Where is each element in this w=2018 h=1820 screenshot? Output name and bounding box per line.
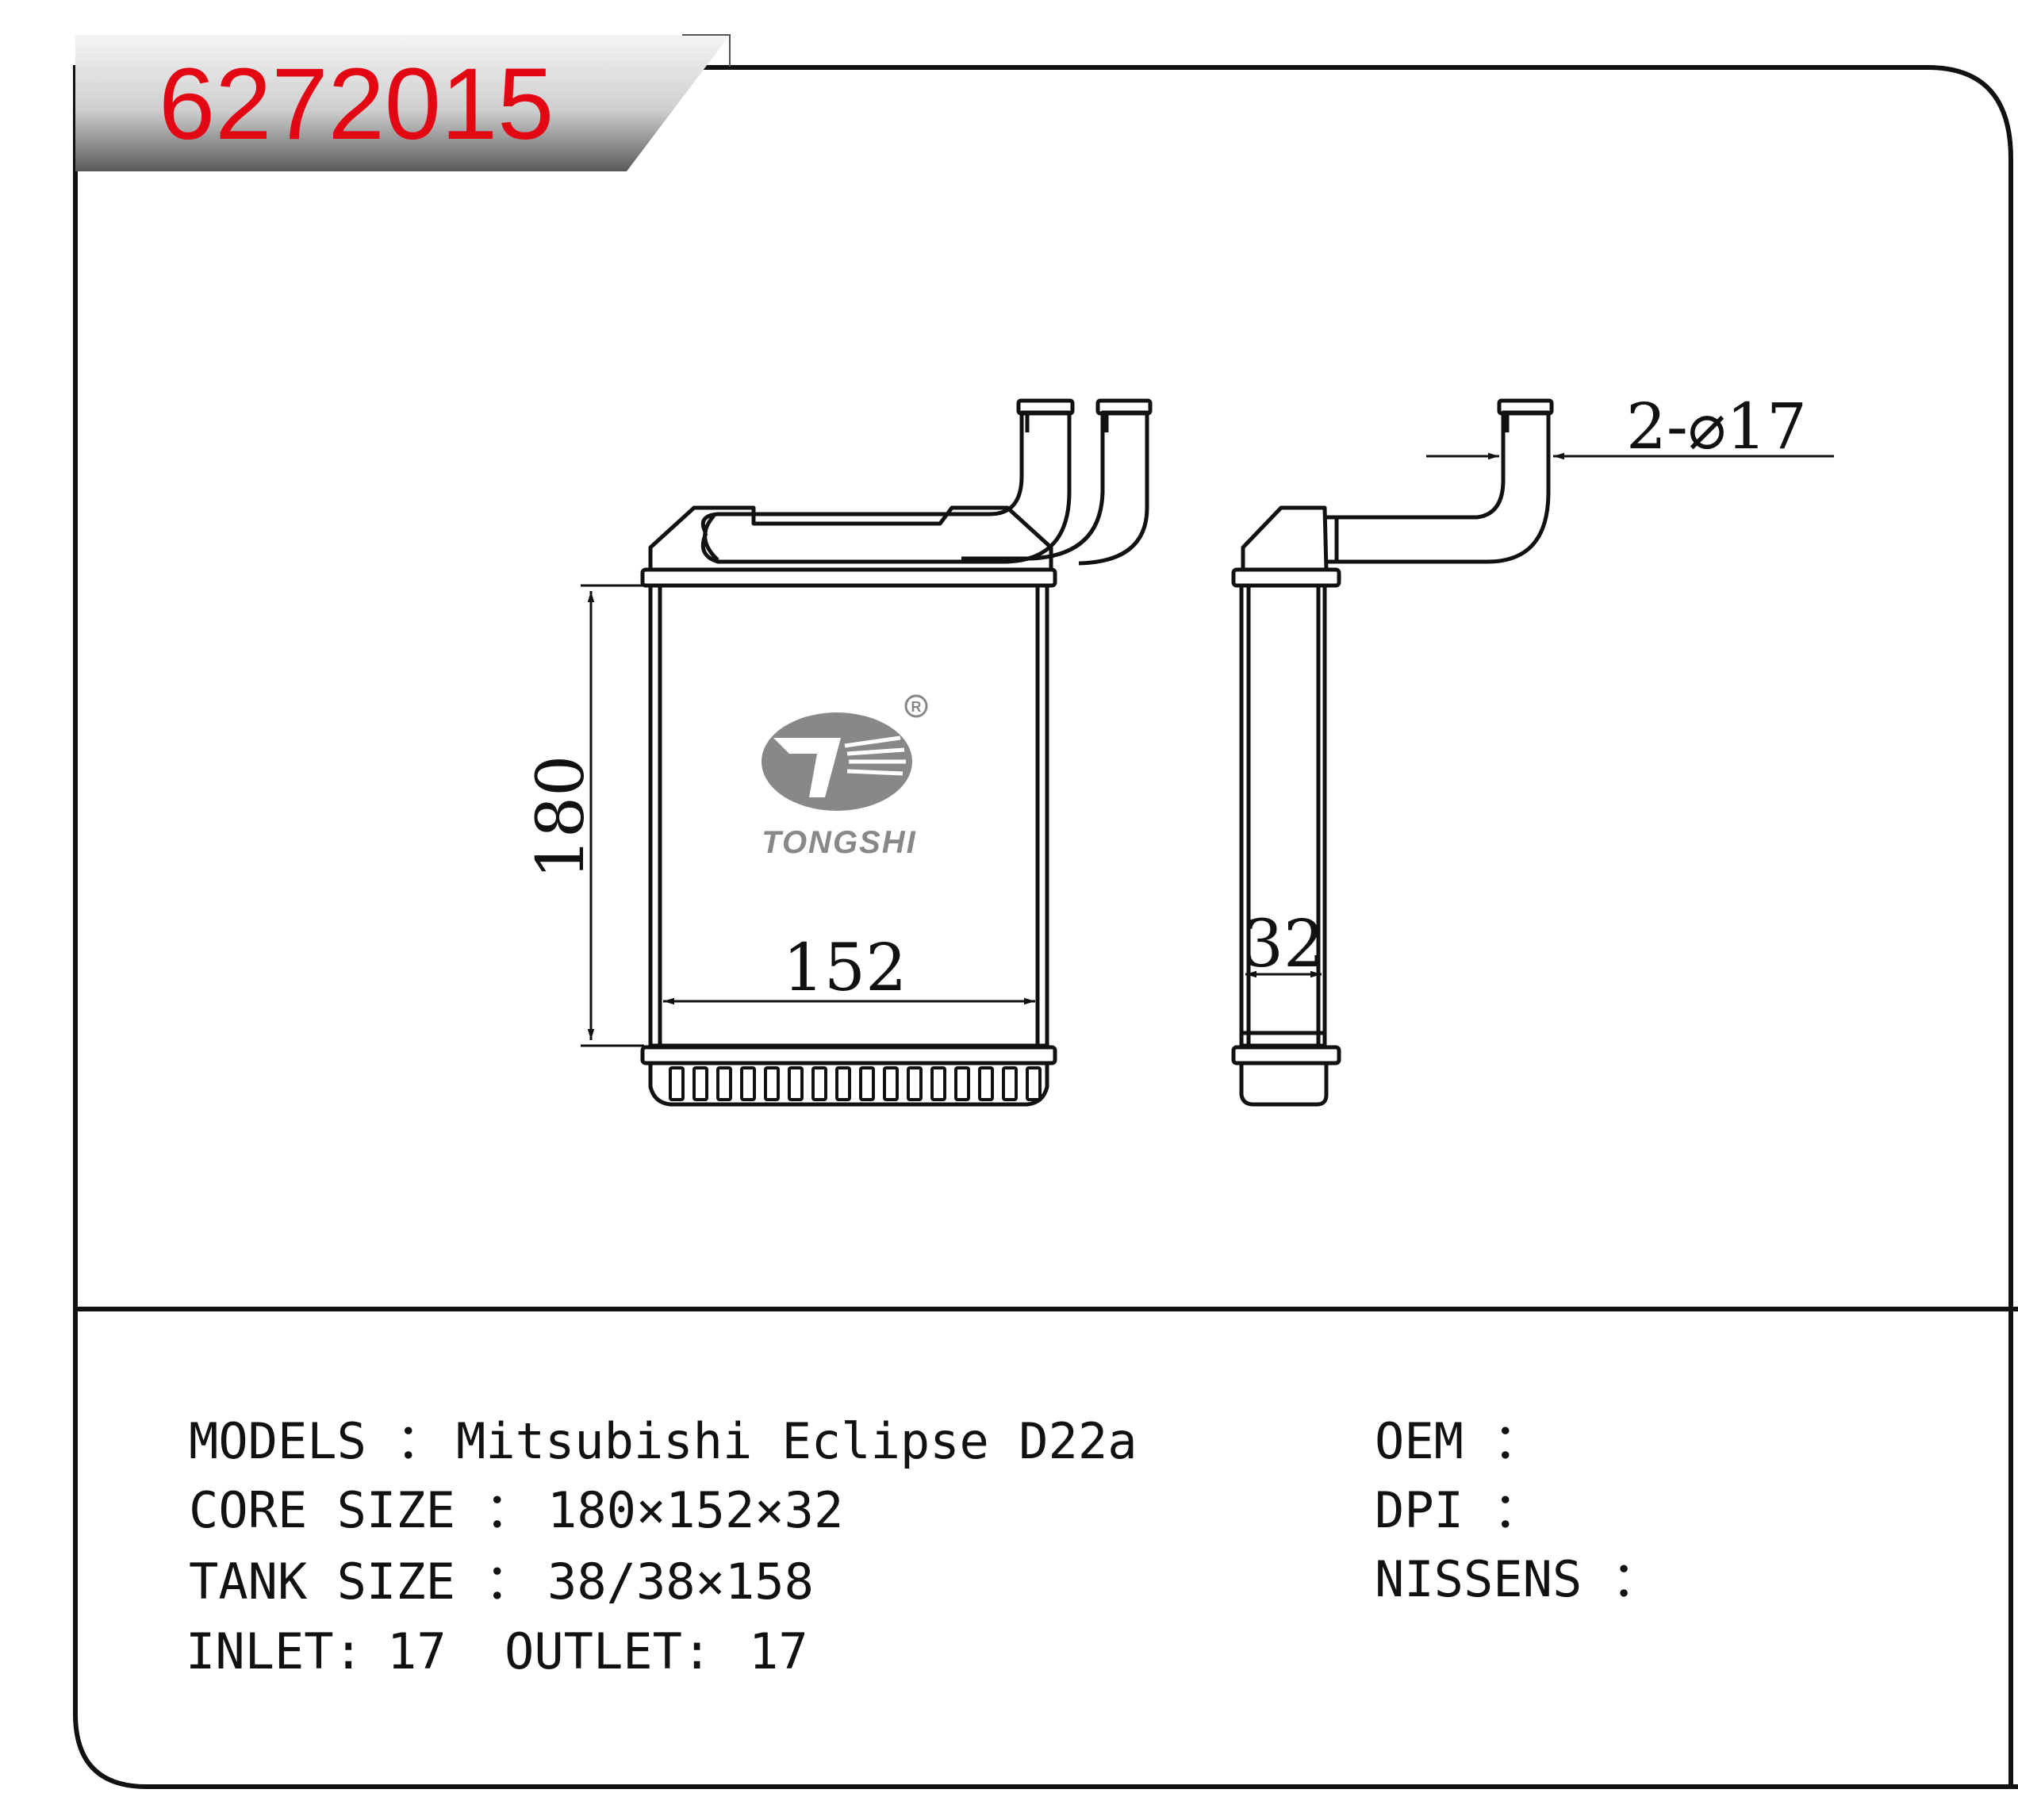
depth-value: 32 [1242, 907, 1325, 982]
core-size-label: CORE SIZE ： [189, 1481, 534, 1539]
logo-t-mark [773, 738, 841, 797]
models-label: MODELS ： [189, 1412, 445, 1470]
pipe-diameter-value: 2-⌀17 [1626, 390, 1807, 463]
inlet-label: INLET: [186, 1622, 363, 1680]
part-number: 6272015 [159, 48, 554, 161]
lower-tank [648, 1063, 1049, 1107]
logo-emblem [762, 712, 912, 811]
side-lower-tank [1239, 1063, 1329, 1107]
fin [788, 1066, 804, 1101]
registered-mark-icon [904, 694, 928, 718]
side-pipe-cap [1497, 398, 1554, 416]
outer-frame [73, 65, 2018, 1789]
tank-size-value: 38/38×158 [547, 1553, 814, 1611]
tongshi-logo: R TONGSHI [762, 694, 928, 860]
side-view [1231, 398, 1554, 1107]
side-lower-header [1231, 1045, 1341, 1066]
registered-mark: R [911, 699, 922, 715]
dpi-label: DPI ： [1375, 1481, 1542, 1539]
height-value: 180 [524, 755, 599, 880]
fin [692, 1066, 708, 1101]
fin [835, 1066, 851, 1101]
width-value: 152 [783, 931, 907, 1006]
fin [764, 1066, 780, 1101]
fin [978, 1066, 994, 1101]
models-value: Mitsubishi Eclipse D22a [456, 1412, 1138, 1470]
fin [1002, 1066, 1018, 1101]
outlet-value: 17 [749, 1622, 808, 1680]
lower-header-plate [640, 1045, 1057, 1066]
fin [1026, 1066, 1042, 1101]
fin [930, 1066, 946, 1101]
upper-tank [648, 505, 1053, 570]
brand-name: TONGSHI [762, 825, 917, 860]
inlet-pipe-cap [1016, 398, 1075, 416]
height-dimension [581, 584, 644, 1047]
side-pipe [1326, 410, 1551, 564]
lower-tank-fins [669, 1066, 1042, 1101]
fin [954, 1066, 970, 1101]
outlet-pipe [961, 410, 1149, 566]
fin [740, 1066, 756, 1101]
spec-block: MODELS ： Mitsubishi Eclipse D22a CORE SI… [186, 1412, 1661, 1680]
side-upper-tank [1241, 505, 1329, 570]
fin [811, 1066, 827, 1101]
outlet-pipe-cap [1095, 398, 1153, 416]
inlet-value: 17 [387, 1622, 447, 1680]
front-view [640, 398, 1153, 1107]
upper-header-plate [640, 567, 1057, 588]
core-size-value: 180×152×32 [547, 1481, 843, 1539]
fin [883, 1066, 899, 1101]
side-upper-header [1231, 567, 1341, 588]
outlet-label: OUTLET: [504, 1622, 712, 1680]
fin [669, 1066, 685, 1101]
fin [716, 1066, 732, 1101]
fin [907, 1066, 923, 1101]
nissens-label: NISSENS ： [1375, 1550, 1661, 1608]
part-number-banner: 6272015 [75, 34, 731, 171]
tank-size-label: TANK SIZE ： [189, 1553, 534, 1611]
oem-label: OEM ： [1375, 1412, 1542, 1470]
fin [859, 1066, 875, 1101]
inlet-pipe [700, 410, 1072, 564]
